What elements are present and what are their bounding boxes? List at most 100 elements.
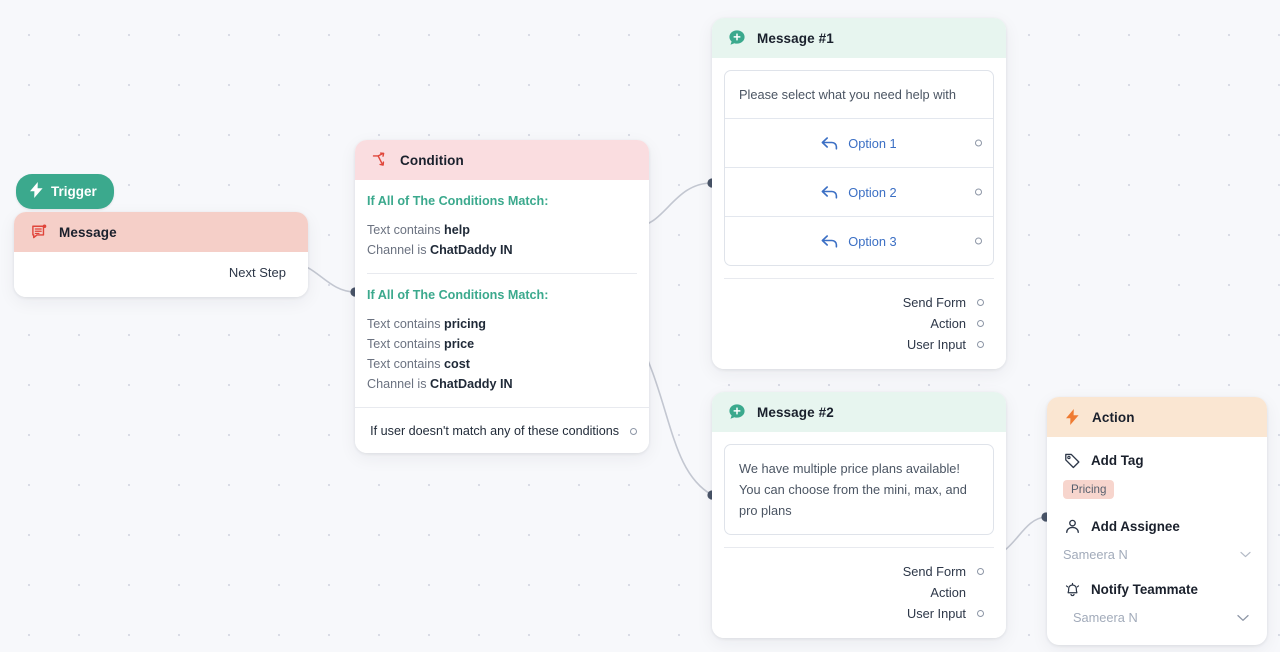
chat-bubble-plus-icon <box>728 29 746 47</box>
condition-node-body: If All of The Conditions Match: Text con… <box>355 180 649 453</box>
port-circle-user-input[interactable] <box>977 341 984 348</box>
port-circle-option-2[interactable] <box>975 188 982 196</box>
message1-node-title: Message #1 <box>757 30 834 46</box>
tag-icon <box>1063 451 1081 469</box>
message1-option-row[interactable]: Option 2 <box>725 167 993 216</box>
add-tag-row[interactable]: Add Tag <box>1063 451 1251 469</box>
condition-rule-value: cost <box>444 357 470 371</box>
port-circle-fallback[interactable] <box>630 427 637 435</box>
message-node[interactable]: Message Next Step <box>14 212 308 297</box>
action-node-title: Action <box>1092 409 1135 425</box>
message1-ports: Send Form Action User Input <box>724 278 994 369</box>
message1-node-body: Please select what you need help with Op… <box>712 70 1006 369</box>
port-circle-user-input[interactable] <box>977 610 984 617</box>
message1-node-header[interactable]: Message #1 <box>712 18 1006 58</box>
message1-port-user-input[interactable]: User Input <box>724 334 994 355</box>
spacer <box>1063 562 1251 580</box>
next-step-row[interactable]: Next Step <box>14 252 308 297</box>
message-node-body: Next Step <box>14 252 308 297</box>
condition-rule: Text contains price <box>367 334 637 354</box>
message-node-header[interactable]: Message <box>14 212 308 252</box>
condition-group[interactable]: If All of The Conditions Match: Text con… <box>367 273 637 407</box>
message2-bubble[interactable]: We have multiple price plans available! … <box>724 444 994 535</box>
condition-rule-value: ChatDaddy IN <box>430 243 513 257</box>
condition-rule-prefix: Channel is <box>367 243 431 257</box>
condition-rule-prefix: Text contains <box>367 337 445 351</box>
message1-node[interactable]: Message #1 Please select what you need h… <box>712 18 1006 369</box>
port-circle-action[interactable] <box>977 320 984 327</box>
condition-rule-value: help <box>444 223 470 237</box>
add-tag-label: Add Tag <box>1091 452 1144 468</box>
port-label: Action <box>930 585 966 600</box>
condition-node[interactable]: Condition If All of The Conditions Match… <box>355 140 649 453</box>
message1-port-action[interactable]: Action <box>724 313 994 334</box>
add-assignee-label: Add Assignee <box>1091 518 1180 534</box>
message1-option-label: Option 2 <box>848 184 897 200</box>
reply-arrow-icon <box>821 136 838 151</box>
message2-node-body: We have multiple price plans available! … <box>712 444 1006 638</box>
condition-fallback-label: If user doesn't match any of these condi… <box>370 424 619 438</box>
message2-port-user-input[interactable]: User Input <box>724 603 994 624</box>
branch-arrow-icon <box>371 151 389 169</box>
condition-group[interactable]: If All of The Conditions Match: Text con… <box>367 180 637 273</box>
spacer <box>1063 499 1251 517</box>
add-assignee-row[interactable]: Add Assignee <box>1063 517 1251 535</box>
message1-option-label: Option 1 <box>848 135 897 151</box>
next-step-label: Next Step <box>228 265 286 280</box>
condition-group-title: If All of The Conditions Match: <box>367 288 549 302</box>
chevron-down-icon <box>1237 614 1249 622</box>
chat-bubble-plus-icon <box>728 403 746 421</box>
port-label: Send Form <box>902 564 966 579</box>
port-circle-send-form[interactable] <box>977 568 984 575</box>
message2-node-header[interactable]: Message #2 <box>712 392 1006 432</box>
condition-groups: If All of The Conditions Match: Text con… <box>355 180 649 407</box>
chevron-down-icon <box>1240 551 1251 558</box>
action-node[interactable]: Action Add Tag Pricing <box>1047 397 1267 645</box>
notify-teammate-label: Notify Teammate <box>1091 581 1198 597</box>
condition-rule: Channel is ChatDaddy IN <box>367 374 637 394</box>
message2-port-send-form[interactable]: Send Form <box>724 561 994 582</box>
message1-body-text: Please select what you need help with <box>739 87 956 102</box>
message2-node[interactable]: Message #2 We have multiple price plans … <box>712 392 1006 638</box>
condition-rule-prefix: Text contains <box>367 357 445 371</box>
condition-rule-prefix: Channel is <box>367 377 431 391</box>
tag-chip-pricing[interactable]: Pricing <box>1063 480 1115 499</box>
message1-option-row[interactable]: Option 3 <box>725 216 993 265</box>
reply-arrow-icon <box>821 234 838 249</box>
user-icon <box>1063 517 1081 535</box>
trigger-badge[interactable]: Trigger <box>16 174 114 209</box>
add-assignee-select[interactable]: Sameera N <box>1063 547 1251 562</box>
condition-rule: Text contains cost <box>367 354 637 374</box>
notify-teammate-select[interactable]: Sameera N <box>1073 610 1249 625</box>
bell-ring-icon <box>1063 580 1081 598</box>
condition-rule: Channel is ChatDaddy IN <box>367 240 637 260</box>
condition-group-title: If All of The Conditions Match: <box>367 194 549 208</box>
message2-node-title: Message #2 <box>757 404 834 420</box>
message1-option-row[interactable]: Option 1 <box>725 118 993 167</box>
message2-ports: Send Form Action User Input <box>724 547 994 638</box>
notify-teammate-value: Sameera N <box>1073 610 1138 625</box>
message1-port-send-form[interactable]: Send Form <box>724 292 994 313</box>
port-circle-option-3[interactable] <box>975 237 982 245</box>
reply-arrow-icon <box>821 185 838 200</box>
condition-fallback-row[interactable]: If user doesn't match any of these condi… <box>355 407 649 453</box>
condition-rule: Text contains pricing <box>367 314 637 334</box>
condition-rule-value: ChatDaddy IN <box>430 377 513 391</box>
port-circle-option-1[interactable] <box>975 139 982 147</box>
add-assignee-value: Sameera N <box>1063 547 1128 562</box>
condition-rule-prefix: Text contains <box>367 317 445 331</box>
action-node-body: Add Tag Pricing Add Assignee Sameera N <box>1047 437 1267 645</box>
message2-body-text: We have multiple price plans available! … <box>739 461 967 518</box>
lightning-bolt-icon <box>1063 408 1081 426</box>
message-lines-icon <box>30 223 48 241</box>
port-label: User Input <box>906 337 966 352</box>
condition-rule-value: price <box>444 337 475 351</box>
notify-teammate-row[interactable]: Notify Teammate <box>1063 580 1251 598</box>
action-node-header[interactable]: Action <box>1047 397 1267 437</box>
message1-option-label: Option 3 <box>848 233 897 249</box>
message2-port-action[interactable]: Action <box>724 582 994 603</box>
port-circle-send-form[interactable] <box>977 299 984 306</box>
condition-node-header[interactable]: Condition <box>355 140 649 180</box>
message1-bubble[interactable]: Please select what you need help with Op… <box>724 70 994 266</box>
